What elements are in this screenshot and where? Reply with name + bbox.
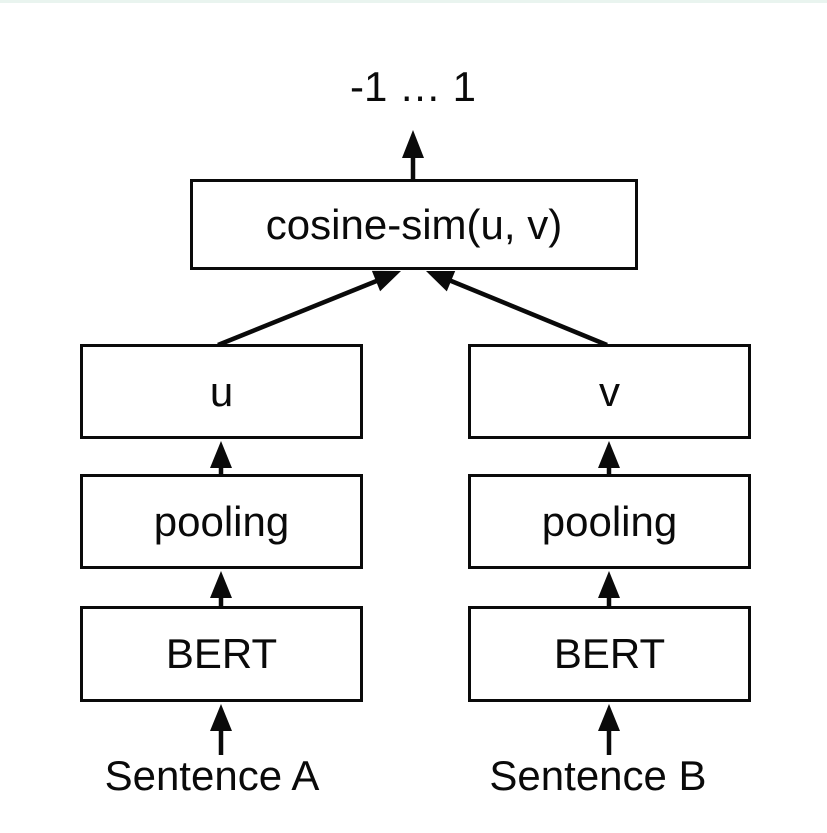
arrow-u-to-cosine [217,270,401,348]
arrow-bert-to-pooling-left [210,571,232,608]
sentence-a-label: Sentence A [104,752,320,799]
pooling-label-left: pooling [153,497,290,545]
v-embedding-box: v [468,344,751,439]
bert-box-left: BERT [80,606,363,702]
pooling-box-right: pooling [468,474,751,569]
u-embedding-box: u [80,344,363,439]
cosine-sim-box: cosine-sim(u, v) [190,179,638,270]
arrow-v-to-cosine [426,271,608,348]
v-embedding-label: v [599,367,620,415]
bert-label-right: BERT [553,630,666,677]
u-embedding-label: u [209,367,234,415]
output-range-label: -1 … 1 [349,63,477,110]
bert-label-left: BERT [165,630,278,677]
arrow-sentence-b-to-bert [598,704,620,755]
sentence-b-label: Sentence B [489,752,707,799]
top-edge-tint [0,0,827,3]
arrow-cosine-to-output [402,130,424,179]
arrow-pooling-to-u [210,441,232,476]
pooling-box-left: pooling [80,474,363,569]
arrow-sentence-a-to-bert [210,704,232,755]
bert-box-right: BERT [468,606,751,702]
pooling-label-right: pooling [541,497,678,545]
cosine-sim-label: cosine-sim(u, v) [265,200,563,248]
arrow-pooling-to-v [598,441,620,476]
arrow-bert-to-pooling-right [598,571,620,608]
